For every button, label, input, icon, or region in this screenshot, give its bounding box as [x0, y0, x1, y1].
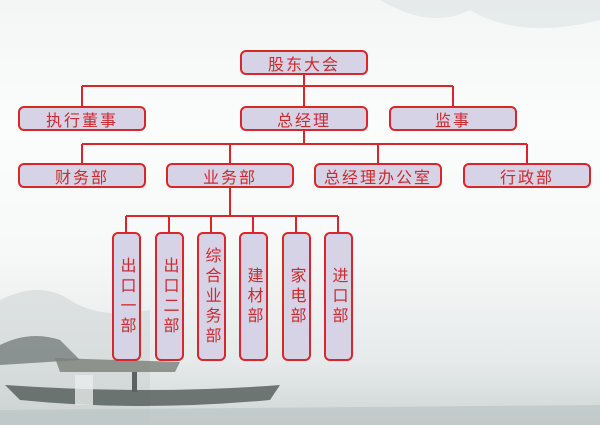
node-admin-dept: 行政部	[463, 163, 591, 188]
node-export-dept-2: 出口二部	[155, 232, 184, 361]
node-shareholders-meeting: 股东大会	[240, 50, 368, 75]
node-general-business-dept: 综合业务部	[197, 232, 226, 361]
node-executive-director: 执行董事	[18, 106, 146, 131]
node-supervisor: 监事	[389, 106, 517, 131]
node-business-dept: 业务部	[166, 163, 294, 188]
node-building-materials-dept: 建材部	[239, 232, 268, 361]
node-import-dept: 进口部	[324, 232, 353, 361]
node-export-dept-1: 出口一部	[112, 232, 141, 361]
node-general-manager: 总经理	[240, 106, 368, 131]
node-finance-dept: 财务部	[18, 163, 146, 188]
node-home-appliance-dept: 家电部	[282, 232, 311, 361]
node-gm-office: 总经理办公室	[314, 163, 442, 188]
